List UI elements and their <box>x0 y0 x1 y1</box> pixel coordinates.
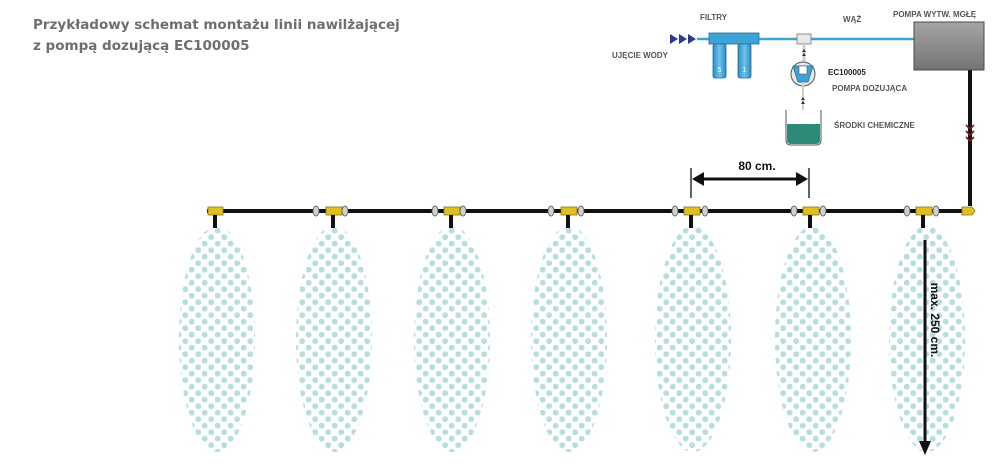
nozzles <box>207 205 940 228</box>
hose: WĄŻ <box>759 15 915 45</box>
title-line-2: z pompą dozującą EC100005 <box>33 38 250 54</box>
nozzle <box>790 205 827 228</box>
flow-arrows <box>965 124 975 143</box>
nozzle <box>671 205 709 228</box>
nozzle <box>547 205 585 228</box>
nozzle <box>903 205 940 228</box>
filter-number: 5 <box>718 67 722 74</box>
diagram-title: Przykładowy schemat montażu linii nawilż… <box>33 15 400 57</box>
mist-sprays <box>179 226 965 452</box>
mist-spray <box>531 226 607 452</box>
water-inlet: UJĘCIE WODY <box>612 34 710 60</box>
title-line-1: Przykładowy schemat montażu linii nawilż… <box>33 17 400 33</box>
mist-spray <box>655 226 731 452</box>
mist-pump: POMPA WYTW. MGŁĘ <box>893 10 985 71</box>
mist-spray <box>889 226 965 452</box>
filter-number: 1 <box>743 67 747 74</box>
water-inlet-label: UJĘCIE WODY <box>612 51 669 60</box>
spacing-label: 80 cm. <box>738 159 775 173</box>
nozzle <box>431 205 467 228</box>
mist-spray <box>414 226 490 452</box>
mist-spray <box>296 226 372 452</box>
spacing-dimension: 80 cm. <box>690 159 810 198</box>
inlet-arrows <box>670 34 696 44</box>
max-length-dimension: max. 250 cm. <box>919 240 942 455</box>
nozzle <box>312 205 349 228</box>
filters-label: FILTRY <box>700 13 728 22</box>
corner-elbow <box>961 206 976 216</box>
mist-pump-label: POMPA WYTW. MGŁĘ <box>893 10 977 19</box>
mist-spray <box>775 226 851 452</box>
chemicals-container: ŚRODKI CHEMICZNE <box>785 110 916 146</box>
max-length-label: max. 250 cm. <box>928 283 942 358</box>
dosing-pump-label: POMPA DOZUJĄCA <box>832 84 907 93</box>
filters: FILTRY 5 1 <box>700 13 760 79</box>
hose-label: WĄŻ <box>843 15 861 24</box>
nozzle <box>207 206 224 228</box>
model-label: EC100005 <box>828 68 866 77</box>
dosing-pump: EC100005 POMPA DOZUJĄCA <box>790 44 907 130</box>
chemicals-label: ŚRODKI CHEMICZNE <box>834 121 916 130</box>
mist-spray <box>179 226 255 452</box>
